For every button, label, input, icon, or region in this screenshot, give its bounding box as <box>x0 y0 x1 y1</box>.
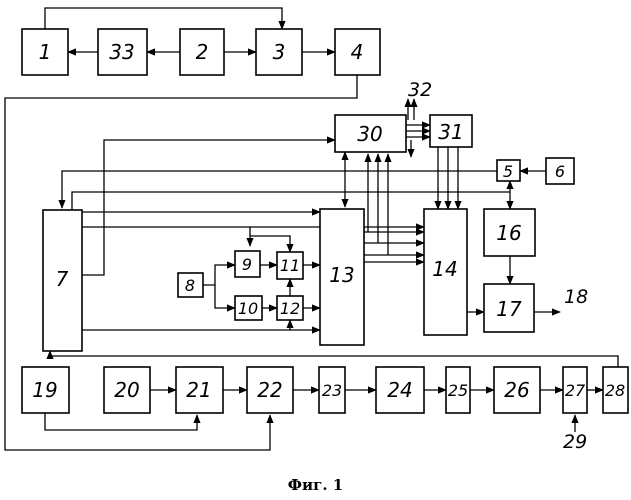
block-3: 3 <box>256 29 302 75</box>
block-28-label: 28 <box>605 381 625 400</box>
label-bus-32: 32 <box>408 79 432 101</box>
block-7-label: 7 <box>56 267 69 291</box>
block-17-label: 17 <box>496 297 522 321</box>
wire-28-7 <box>50 351 618 367</box>
block-24-label: 24 <box>387 378 412 402</box>
wire-bus-11 <box>250 236 290 252</box>
block-33: 33 <box>98 29 147 75</box>
block-21-label: 21 <box>186 378 211 402</box>
block-3-label: 3 <box>273 40 286 64</box>
block-31: 31 <box>430 115 472 147</box>
block-25-label: 25 <box>448 381 468 400</box>
block-25: 25 <box>446 367 470 413</box>
wire-8-9 <box>203 265 235 285</box>
block-5: 5 <box>497 160 520 181</box>
block-30-label: 30 <box>357 122 382 146</box>
block-12: 12 <box>277 296 303 320</box>
block-14-label: 14 <box>432 257 457 281</box>
block-4-label: 4 <box>351 40 364 64</box>
block-10-label: 10 <box>238 299 258 318</box>
block-9-label: 9 <box>242 255 252 274</box>
block-4: 4 <box>335 29 380 75</box>
wire-5-7 <box>62 171 497 208</box>
block-24: 24 <box>376 367 424 413</box>
label-input-29: 29 <box>563 431 587 453</box>
block-13-label: 13 <box>329 263 354 287</box>
block-16: 16 <box>484 209 535 256</box>
wire-8-10 <box>215 285 235 308</box>
block-21: 21 <box>176 367 223 413</box>
block-9: 9 <box>235 251 260 277</box>
block-14: 14 <box>424 209 467 335</box>
block-1: 1 <box>22 29 68 75</box>
block-6: 6 <box>546 158 574 184</box>
wire-19-21 <box>45 413 197 430</box>
block-8-label: 8 <box>185 276 195 295</box>
block-20-label: 20 <box>114 378 139 402</box>
wire-1-3-top <box>45 8 282 30</box>
block-10: 10 <box>235 296 262 320</box>
block-26-label: 26 <box>504 378 529 402</box>
block-28: 28 <box>603 367 628 413</box>
block-13: 13 <box>320 209 364 345</box>
block-6-label: 6 <box>555 162 565 181</box>
block-2-label: 2 <box>196 40 209 64</box>
block-31-label: 31 <box>438 120 463 144</box>
block-16-label: 16 <box>496 221 521 245</box>
block-19: 19 <box>22 367 69 413</box>
block-19-label: 19 <box>32 378 57 402</box>
wire-7-16 <box>72 192 510 210</box>
block-30: 30 <box>335 115 406 152</box>
block-12-label: 12 <box>280 299 300 318</box>
block-26: 26 <box>494 367 540 413</box>
figure-caption: Фиг. 1 <box>0 476 631 494</box>
block-11-label: 11 <box>280 256 300 275</box>
block-8: 8 <box>178 273 203 297</box>
block-27-label: 27 <box>565 381 586 400</box>
block-22: 22 <box>247 367 293 413</box>
block-22-label: 22 <box>257 378 282 402</box>
block-20: 20 <box>104 367 150 413</box>
block-27: 27 <box>563 367 587 413</box>
label-output-18: 18 <box>564 286 588 308</box>
block-1-label: 1 <box>39 40 52 64</box>
block-23-label: 23 <box>322 381 342 400</box>
block-11: 11 <box>277 252 303 279</box>
block-23: 23 <box>319 367 345 413</box>
block-33-label: 33 <box>109 40 134 64</box>
block-2: 2 <box>180 29 224 75</box>
block-5-label: 5 <box>503 162 513 181</box>
block-7: 7 <box>43 210 82 351</box>
block-17: 17 <box>484 284 534 332</box>
